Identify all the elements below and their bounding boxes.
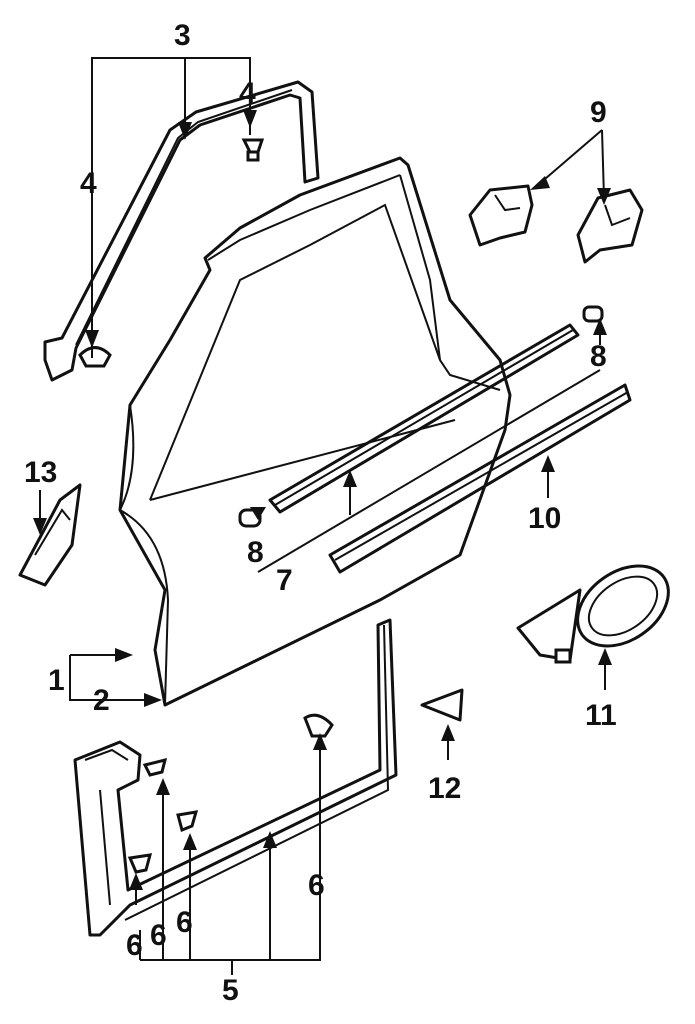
clip-6-a (142, 757, 168, 777)
callout-4-left: 4 (80, 167, 97, 200)
clip-top (241, 138, 265, 162)
callout-11: 11 (585, 699, 617, 732)
door-shell (118, 156, 512, 707)
callout-7: 7 (276, 564, 293, 597)
callout-4-top: 4 (239, 77, 256, 110)
clip-lower (78, 346, 112, 368)
side-mirror (516, 564, 670, 664)
callout-8-right: 8 (590, 340, 607, 373)
callout-9: 9 (590, 96, 607, 129)
callout-8-left: 8 (247, 536, 264, 569)
callout-6-right: 6 (308, 869, 325, 902)
callout-labels: 3 4 4 9 8 13 10 8 7 1 2 11 12 6 6 6 6 5 (24, 19, 617, 1007)
clip-8-right (582, 305, 604, 323)
door-handle-left (468, 184, 534, 247)
callout-12: 12 (428, 772, 461, 805)
clip-6-b (176, 810, 199, 833)
door-opening-weatherstrip (73, 618, 398, 937)
clip-6-c (127, 853, 153, 874)
door-handle-right (576, 188, 644, 264)
callout-10: 10 (528, 502, 561, 535)
callout-3: 3 (174, 19, 191, 52)
triangle-bracket (420, 688, 464, 722)
belt-moulding (268, 323, 580, 514)
clip-6-d (303, 713, 334, 738)
callout-5: 5 (222, 974, 239, 1007)
callout-1: 1 (48, 664, 65, 697)
inner-trim-piece (18, 483, 82, 587)
callout-6-mid: 6 (176, 906, 193, 939)
callout-6-left: 6 (126, 929, 143, 962)
lower-moulding (328, 383, 632, 574)
callout-13: 13 (24, 456, 57, 489)
callout-2: 2 (93, 684, 110, 717)
callout-6-center: 6 (150, 919, 167, 952)
arrowheads (33, 110, 612, 890)
